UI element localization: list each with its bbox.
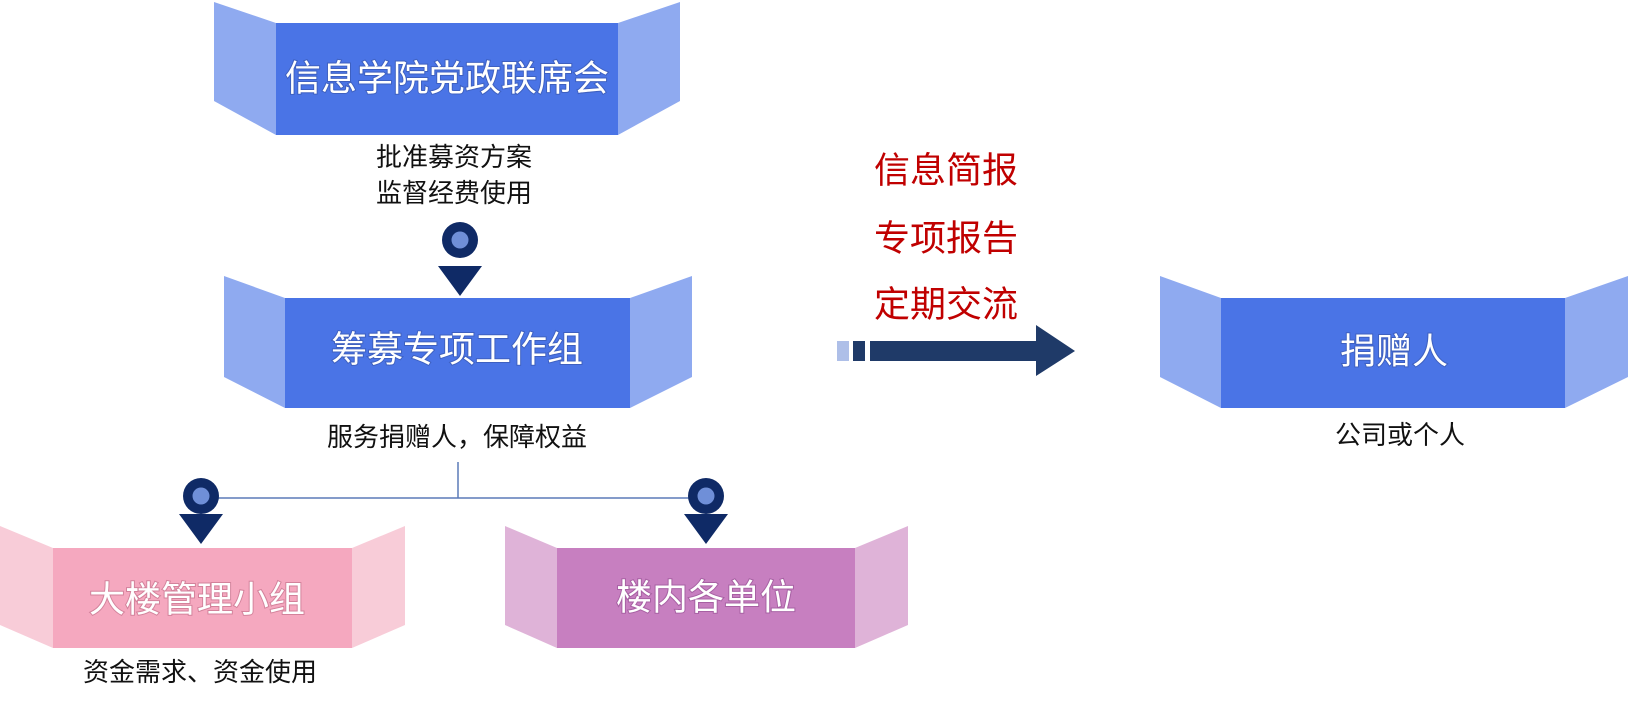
building-group-label: 大楼管理小组 (89, 580, 305, 621)
council-left-wing (214, 2, 276, 135)
working-group-right-wing (630, 276, 692, 408)
location-pin-icon (438, 222, 482, 296)
location-pin-icon (179, 478, 223, 544)
connector-lines (200, 462, 705, 499)
units-label: 楼内各单位 (616, 578, 796, 619)
units-box (557, 548, 855, 648)
node-donor: 捐赠人 (1160, 276, 1628, 408)
units-left-wing (505, 526, 557, 648)
council-right-wing (618, 2, 680, 135)
node-working-group: 筹募专项工作组 (224, 276, 692, 408)
report-item-special: 专项报告 (874, 219, 1018, 260)
right-arrow-icon (837, 325, 1075, 376)
donor-caption: 公司或个人 (1335, 421, 1465, 451)
council-caption-approve: 批准募资方案 (376, 143, 532, 173)
building-group-left-wing (0, 526, 53, 648)
working-group-left-wing (224, 276, 285, 408)
node-building-group: 大楼管理小组 (0, 526, 405, 648)
council-box (276, 23, 618, 135)
donor-label: 捐赠人 (1340, 332, 1448, 373)
working-group-caption: 服务捐赠人，保障权益 (327, 423, 587, 453)
council-caption-supervise: 监督经费使用 (376, 179, 532, 209)
donor-left-wing (1160, 276, 1221, 408)
report-item-regular: 定期交流 (874, 285, 1018, 326)
building-group-right-wing (352, 526, 405, 648)
node-units: 楼内各单位 (505, 526, 908, 648)
council-label: 信息学院党政联席会 (285, 59, 609, 100)
donor-box (1221, 298, 1565, 408)
working-group-box (285, 298, 630, 408)
donor-right-wing (1565, 276, 1628, 408)
building-group-caption: 资金需求、资金使用 (83, 658, 317, 688)
building-group-box (53, 548, 352, 648)
units-right-wing (855, 526, 908, 648)
working-group-label: 筹募专项工作组 (331, 330, 583, 371)
report-item-briefing: 信息简报 (874, 151, 1018, 192)
report-list: 信息简报 专项报告 定期交流 (874, 151, 1018, 326)
location-pin-icon (684, 478, 728, 544)
node-council: 信息学院党政联席会 (214, 2, 680, 135)
